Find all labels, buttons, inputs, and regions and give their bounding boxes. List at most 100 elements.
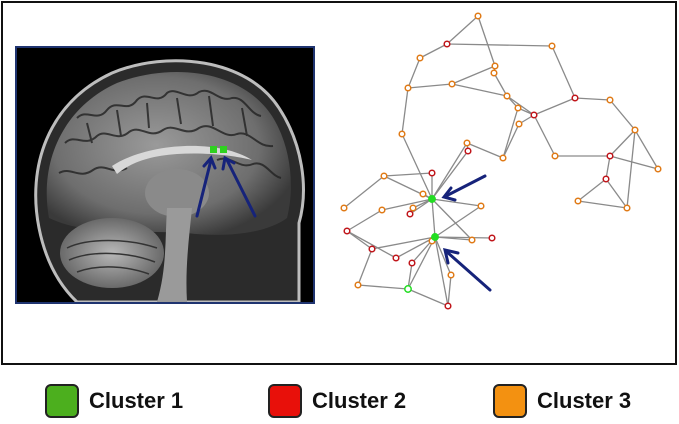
network-node-cluster-3 (354, 281, 362, 289)
network-edge (434, 205, 482, 238)
network-arrows (441, 174, 492, 292)
legend-swatch-cluster-1 (45, 384, 79, 418)
network-node-cluster-3 (623, 204, 631, 212)
network-arrow-upper-head (441, 186, 457, 202)
network-node-cluster-3 (499, 154, 507, 162)
network-edge (383, 172, 433, 177)
network-edge (446, 15, 479, 45)
network-node-cluster-3 (468, 236, 476, 244)
network-edge (357, 248, 373, 286)
network-edge (577, 178, 607, 202)
mri-arrow-right (225, 158, 257, 218)
seed-marker-left (210, 146, 217, 153)
network-node-cluster-2 (443, 40, 451, 48)
network-edge (577, 200, 628, 209)
network-edge (447, 274, 452, 307)
network-edge (343, 175, 385, 209)
network-node-cluster-3 (514, 104, 522, 112)
network-edge (434, 236, 452, 276)
network-node-cluster-3 (448, 80, 456, 88)
network-edge (346, 230, 373, 250)
network-edge (357, 284, 409, 290)
network-node-cluster-3 (515, 120, 523, 128)
network-arrow-upper (444, 174, 487, 198)
network-node-cluster-3 (654, 165, 662, 173)
brainstem (157, 208, 192, 302)
network-edge (574, 97, 611, 101)
network-node-cluster-2 (606, 152, 614, 160)
legend-label-cluster-2: Cluster 2 (312, 388, 407, 413)
network-node-cluster-3 (477, 202, 485, 210)
mri-svg (17, 48, 313, 302)
network-arrow-lower-head (442, 247, 460, 265)
network-edge (431, 198, 436, 238)
network-node-cluster-3 (463, 139, 471, 147)
network-node-cluster-3 (409, 204, 417, 212)
network-edge (431, 142, 468, 200)
network-node-cluster-1 (428, 195, 436, 203)
network-node-cluster-2 (571, 94, 579, 102)
network-arrow-lower (445, 250, 492, 292)
legend-label-cluster-1: Cluster 1 (89, 388, 184, 413)
legend: Cluster 1 Cluster 2 Cluster 3 (0, 381, 679, 421)
legend-swatch-cluster-2 (268, 384, 302, 418)
seed-marker-right (220, 146, 227, 153)
network-node-cluster-2 (343, 227, 351, 235)
network-node-cluster-1 (431, 233, 439, 241)
network-node-cluster-3 (503, 92, 511, 100)
network-edge (551, 45, 576, 99)
network-edge (434, 236, 493, 239)
network-edge (346, 209, 383, 232)
network-node-cluster-3 (491, 62, 499, 70)
network-edge (609, 155, 659, 170)
network-edge (502, 107, 519, 159)
network-graph (340, 12, 662, 310)
network-edge (533, 97, 576, 116)
network-edge (477, 15, 496, 67)
network-edge (419, 43, 448, 59)
network-edge (431, 198, 473, 241)
network-edge (401, 87, 409, 135)
network-edge (409, 198, 433, 215)
network-edge (431, 198, 482, 207)
cerebellum-folia (66, 239, 158, 275)
mri-arrow-right-head (221, 155, 236, 171)
network-edge (434, 236, 449, 307)
network-node-cluster-2 (602, 175, 610, 183)
legend-item-cluster-1: Cluster 1 (45, 381, 183, 421)
network-edge (407, 57, 421, 89)
network-edge (634, 129, 659, 170)
network-edge (605, 178, 628, 209)
network-edge (407, 83, 453, 89)
network-node-cluster-3 (404, 84, 412, 92)
network-edge (407, 262, 413, 290)
network-node-cluster-3 (380, 172, 388, 180)
mri-arrows (195, 155, 257, 218)
network-edge (626, 129, 636, 209)
network-node-cluster-3 (378, 206, 386, 214)
network-edge (446, 43, 553, 47)
network-node-cluster-2 (392, 254, 400, 262)
network-node-cluster-3 (474, 12, 482, 20)
network-edge (605, 155, 611, 180)
network-node-cluster-2 (408, 259, 416, 267)
network-node-cluster-2 (444, 302, 452, 310)
network-edge (431, 150, 469, 200)
network-node-cluster-2 (428, 169, 436, 177)
network-node-cluster-3 (447, 271, 455, 279)
mri-sagittal-image (15, 46, 315, 304)
network-node-cluster-3 (548, 42, 556, 50)
network-edge (451, 65, 496, 85)
network-node-cluster-2 (464, 147, 472, 155)
network-edge (466, 142, 504, 159)
network-node-cluster-3 (574, 197, 582, 205)
network-node-cluster-3 (340, 204, 348, 212)
network-edge (401, 133, 433, 200)
network-edge (493, 72, 508, 97)
legend-item-cluster-3: Cluster 3 (493, 381, 631, 421)
network-edge (502, 123, 520, 159)
network-node-cluster-1 (404, 285, 412, 293)
network-edge (609, 99, 636, 131)
network-edge (346, 230, 397, 259)
legend-item-cluster-2: Cluster 2 (268, 381, 406, 421)
